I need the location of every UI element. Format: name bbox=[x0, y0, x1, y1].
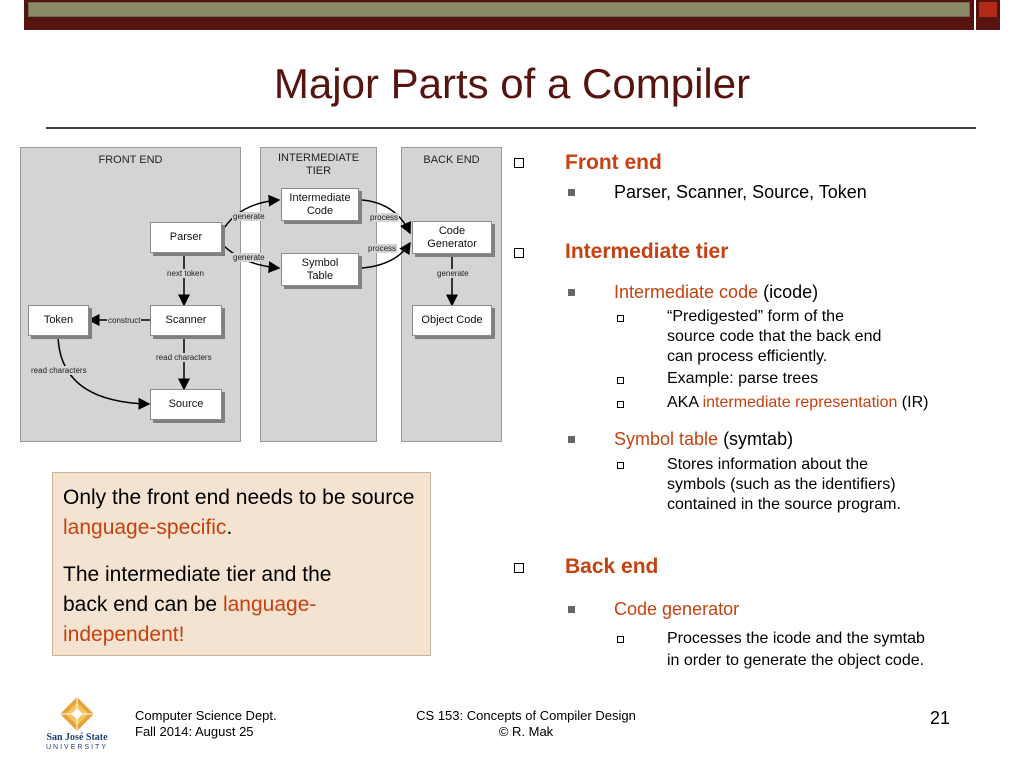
heading-front-end: Front end bbox=[565, 151, 662, 174]
symtab-desc-line-3: contained in the source program. bbox=[667, 496, 901, 513]
slide-title: Major Parts of a Compiler bbox=[273, 60, 751, 107]
edge-generate-backend: generate bbox=[436, 269, 470, 278]
sub-sub-marker-5 bbox=[617, 636, 624, 643]
symtab-highlight: Symbol table bbox=[614, 429, 719, 449]
compiler-diagram: FRONT END INTERMEDIATE TIER BACK END bbox=[20, 147, 502, 442]
heading-intermediate: Intermediate tier bbox=[565, 240, 729, 263]
parser-box: Parser bbox=[150, 222, 222, 253]
top-square-inner bbox=[979, 2, 997, 17]
callout-p1-suffix: . bbox=[226, 516, 233, 539]
edge-construct: construct bbox=[107, 316, 142, 325]
icode-highlight: Intermediate code bbox=[614, 282, 759, 302]
callout-p2-text: The intermediate tier and the back end c… bbox=[63, 563, 332, 616]
predigested-line-2: source code that the back end bbox=[667, 328, 882, 345]
footer-course-line-2: © R. Mak bbox=[498, 724, 554, 739]
heading-back-end: Back end bbox=[565, 555, 659, 578]
callout-paragraph-1: Only the front end needs to be source la… bbox=[63, 483, 420, 543]
footer-course-line-1: CS 153: Concepts of Compiler Design bbox=[416, 708, 636, 723]
code-generator-line-2: Generator bbox=[427, 237, 477, 250]
scanner-label: Scanner bbox=[165, 314, 207, 326]
edge-process-bottom: process bbox=[367, 244, 398, 253]
footer-dept-line-1: Computer Science Dept. bbox=[135, 708, 277, 723]
symtab-desc-line-2: symbols (such as the identifiers) bbox=[667, 476, 896, 493]
logo-text-line-1: San José State bbox=[46, 732, 108, 743]
symbol-table-line-2: Table bbox=[306, 269, 334, 282]
code-generator-line-1: Code bbox=[438, 224, 466, 237]
front-end-item: Parser, Scanner, Source, Token bbox=[614, 182, 867, 202]
edge-generate-bottom: generate bbox=[232, 253, 266, 262]
aka-highlight: intermediate representation bbox=[702, 394, 898, 411]
callout-box: Only the front end needs to be source la… bbox=[52, 472, 431, 656]
object-code-label: Object Code bbox=[421, 314, 483, 326]
symbol-table-line-1: Symbol bbox=[301, 256, 339, 269]
symtab-item: Symbol table (symtab) bbox=[614, 429, 793, 450]
sub-marker-symtab bbox=[568, 436, 575, 443]
intermediate-label-1: INTERMEDIATE bbox=[277, 152, 360, 164]
edge-generate-top: generate bbox=[232, 212, 266, 221]
codegen-description: Processes the icode and the symtab in or… bbox=[667, 628, 925, 672]
sub-marker-front-end bbox=[568, 189, 575, 196]
codegen-desc-line-1: Processes the icode and the symtab bbox=[667, 630, 925, 647]
codegen-desc-line-2: in order to generate the object code. bbox=[667, 652, 925, 669]
back-end-label: BACK END bbox=[423, 154, 480, 166]
predigested-line-1: “Predigested” form of the bbox=[667, 308, 844, 325]
footer-course: CS 153: Concepts of Compiler Design © R.… bbox=[390, 708, 662, 740]
predigested-text: “Predigested” form of the source code th… bbox=[667, 307, 881, 367]
page-number: 21 bbox=[930, 708, 951, 728]
edge-read-characters-token: read characters bbox=[30, 366, 88, 375]
aka-prefix: AKA bbox=[667, 394, 703, 411]
edge-read-characters-scanner: read characters bbox=[155, 353, 213, 362]
edge-next-token: next token bbox=[166, 269, 205, 278]
intermediate-code-line-2: Code bbox=[306, 204, 334, 217]
source-label: Source bbox=[168, 398, 204, 410]
logo-text-line-2: UNIVERSITY bbox=[45, 744, 108, 751]
sub-sub-marker-1 bbox=[617, 315, 624, 322]
sub-sub-marker-4 bbox=[617, 462, 624, 469]
symtab-desc-line-1: Stores information about the bbox=[667, 456, 869, 473]
symbol-table-box: Symbol Table bbox=[281, 253, 359, 286]
predigested-line-3: can process efficiently. bbox=[667, 348, 828, 365]
symtab-suffix: (symtab) bbox=[718, 429, 794, 449]
token-box: Token bbox=[28, 305, 89, 336]
aka-suffix: (IR) bbox=[897, 394, 929, 411]
diagram-arrows bbox=[57, 194, 458, 410]
sub-marker-codegen bbox=[568, 606, 575, 613]
title-divider bbox=[46, 127, 976, 129]
aka-ir-text: AKA intermediate representation (IR) bbox=[667, 393, 928, 413]
sub-sub-marker-2 bbox=[617, 377, 624, 384]
parse-trees-text: Example: parse trees bbox=[667, 370, 819, 387]
intermediate-code-box: Intermediate Code bbox=[281, 188, 359, 221]
icode-item: Intermediate code (icode) bbox=[614, 282, 818, 303]
callout-p1-highlight: language-specific bbox=[63, 516, 227, 539]
bullet-marker-front-end bbox=[514, 158, 524, 168]
footer-department: Computer Science Dept. Fall 2014: August… bbox=[135, 708, 277, 740]
callout-p2-highlight: language-independent! bbox=[63, 593, 317, 646]
top-bar-inner bbox=[28, 2, 970, 17]
callout-paragraph-2: The intermediate tier and the back end c… bbox=[63, 560, 420, 650]
object-code-box: Object Code bbox=[412, 305, 492, 336]
sjsu-logo: San José State UNIVERSITY bbox=[42, 694, 112, 754]
edge-process-top: process bbox=[369, 213, 400, 222]
intermediate-code-line-1: Intermediate bbox=[289, 191, 351, 204]
token-label: Token bbox=[43, 314, 74, 326]
intermediate-label-2: TIER bbox=[305, 165, 332, 177]
scanner-box: Scanner bbox=[150, 305, 222, 336]
icode-suffix: (icode) bbox=[758, 282, 819, 302]
code-generator-box: Code Generator bbox=[412, 221, 492, 254]
bullet-marker-intermediate bbox=[514, 248, 524, 258]
source-box: Source bbox=[150, 389, 222, 420]
codegen-item: Code generator bbox=[614, 599, 740, 619]
sub-marker-icode bbox=[568, 289, 575, 296]
front-end-label: FRONT END bbox=[98, 154, 163, 166]
sjsu-logo-icon bbox=[60, 697, 94, 731]
footer-dept-line-2: Fall 2014: August 25 bbox=[135, 724, 254, 739]
sub-sub-marker-3 bbox=[617, 401, 624, 408]
bullet-marker-back-end bbox=[514, 563, 524, 573]
callout-p1-text: Only the front end needs to be source bbox=[63, 486, 415, 509]
symtab-description: Stores information about the symbols (su… bbox=[667, 455, 901, 515]
parser-label: Parser bbox=[169, 231, 203, 243]
